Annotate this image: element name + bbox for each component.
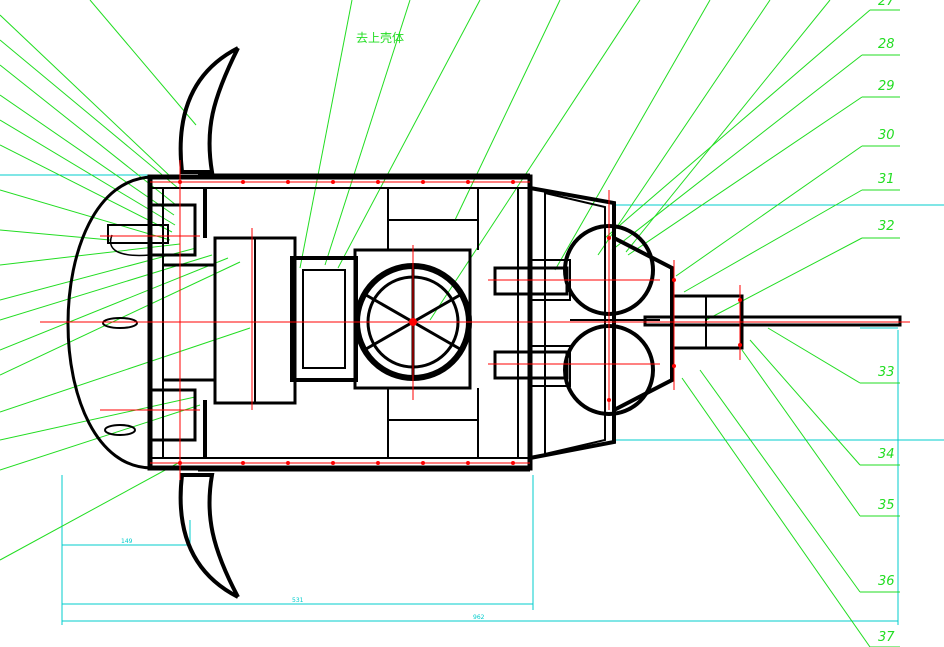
propeller-shaft bbox=[643, 315, 902, 327]
part-label-27: 27 bbox=[878, 0, 895, 9]
part-label-32: 32 bbox=[878, 219, 895, 234]
part-label-30: 30 bbox=[878, 128, 895, 143]
dimension-label-531: 531 bbox=[292, 597, 304, 604]
dimension-label-962: 962 bbox=[473, 614, 485, 621]
part-label-35: 35 bbox=[878, 498, 895, 513]
drawing-title: 去上壳体 bbox=[356, 31, 404, 45]
lower-fin bbox=[178, 473, 240, 599]
leader-lines bbox=[0, 0, 900, 647]
bolt-markers bbox=[178, 180, 742, 465]
part-label-28: 28 bbox=[878, 37, 895, 52]
part-label-37: 37 bbox=[878, 630, 895, 645]
part-label-34: 34 bbox=[878, 447, 895, 462]
part-label-29: 29 bbox=[878, 79, 895, 94]
nose-dome bbox=[66, 175, 153, 470]
part-labels: 27 28 29 30 31 32 33 34 35 36 37 bbox=[878, 0, 895, 645]
part-label-31: 31 bbox=[878, 172, 895, 187]
upper-fin bbox=[178, 46, 240, 174]
dimension-label-149: 149 bbox=[121, 538, 133, 545]
part-label-36: 36 bbox=[878, 574, 895, 589]
part-label-33: 33 bbox=[878, 365, 895, 380]
centerlines bbox=[40, 160, 910, 480]
